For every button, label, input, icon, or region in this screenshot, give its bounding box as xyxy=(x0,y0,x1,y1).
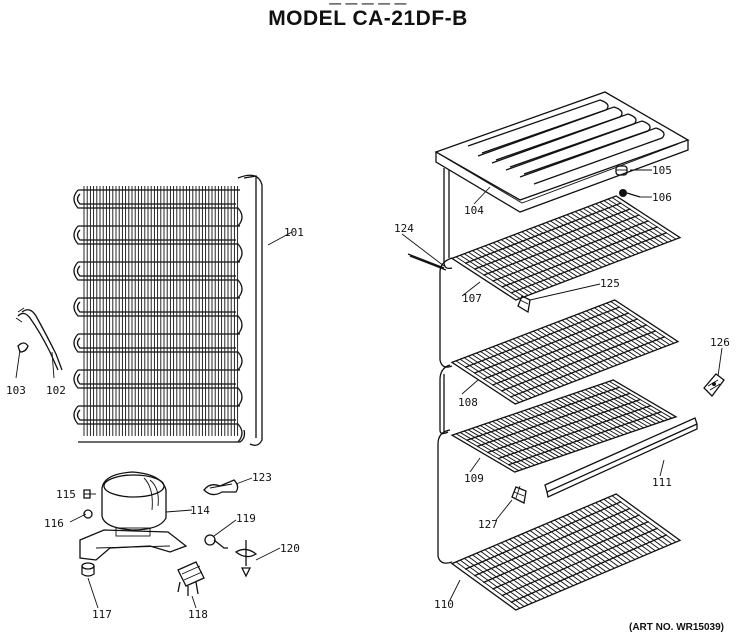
clip-103 xyxy=(17,342,29,353)
part-119 xyxy=(204,534,228,549)
shelf-coil-109 xyxy=(450,379,678,473)
shelf-coil-107 xyxy=(450,195,682,301)
label-111: 111 xyxy=(652,476,672,489)
label-104: 104 xyxy=(464,204,484,217)
shelf-coil-110 xyxy=(450,493,682,611)
label-115: 115 xyxy=(56,488,76,501)
power-cord-102 xyxy=(15,307,63,371)
diagram-title: — — — — — MODEL CA-21DF-B xyxy=(0,0,736,32)
connecting-tubes xyxy=(437,168,453,564)
part-labels: 101 102 103 104 105 106 107 108 109 110 … xyxy=(6,164,730,621)
condenser-coil xyxy=(73,174,263,446)
label-107: 107 xyxy=(462,292,482,305)
part-120 xyxy=(234,540,258,578)
part-117 xyxy=(81,562,95,577)
label-101: 101 xyxy=(284,226,304,239)
part-116 xyxy=(83,509,93,519)
label-124: 124 xyxy=(394,222,414,235)
art-number: (ART NO. WR15039) xyxy=(628,622,724,633)
label-106: 106 xyxy=(652,191,672,204)
relay-118 xyxy=(177,561,205,596)
label-103: 103 xyxy=(6,384,26,397)
label-110: 110 xyxy=(434,598,454,611)
shelf-coil-108 xyxy=(450,299,680,405)
label-116: 116 xyxy=(44,517,64,530)
label-109: 109 xyxy=(464,472,484,485)
label-125: 125 xyxy=(600,277,620,290)
part-105 xyxy=(615,165,628,176)
tube-124 xyxy=(407,253,445,269)
label-123: 123 xyxy=(252,471,272,484)
compressor-114 xyxy=(79,471,188,561)
label-114: 114 xyxy=(190,504,210,517)
label-126: 126 xyxy=(710,336,730,349)
label-127: 127 xyxy=(478,518,498,531)
label-102: 102 xyxy=(46,384,66,397)
part-123 xyxy=(203,479,239,496)
label-120: 120 xyxy=(280,542,300,555)
shelf-strip-111 xyxy=(544,417,698,498)
part-126 xyxy=(703,373,725,397)
label-117: 117 xyxy=(92,608,112,621)
label-118: 118 xyxy=(188,608,208,621)
top-evaporator-104 xyxy=(434,91,690,213)
label-105: 105 xyxy=(652,164,672,177)
part-127 xyxy=(511,485,527,504)
model-label: MODEL CA-21DF-B xyxy=(268,7,468,30)
title-cropped-line: — — — — — xyxy=(0,0,736,6)
label-108: 108 xyxy=(458,396,478,409)
part-106 xyxy=(619,189,641,198)
label-119: 119 xyxy=(236,512,256,525)
leader-lines xyxy=(15,169,723,609)
